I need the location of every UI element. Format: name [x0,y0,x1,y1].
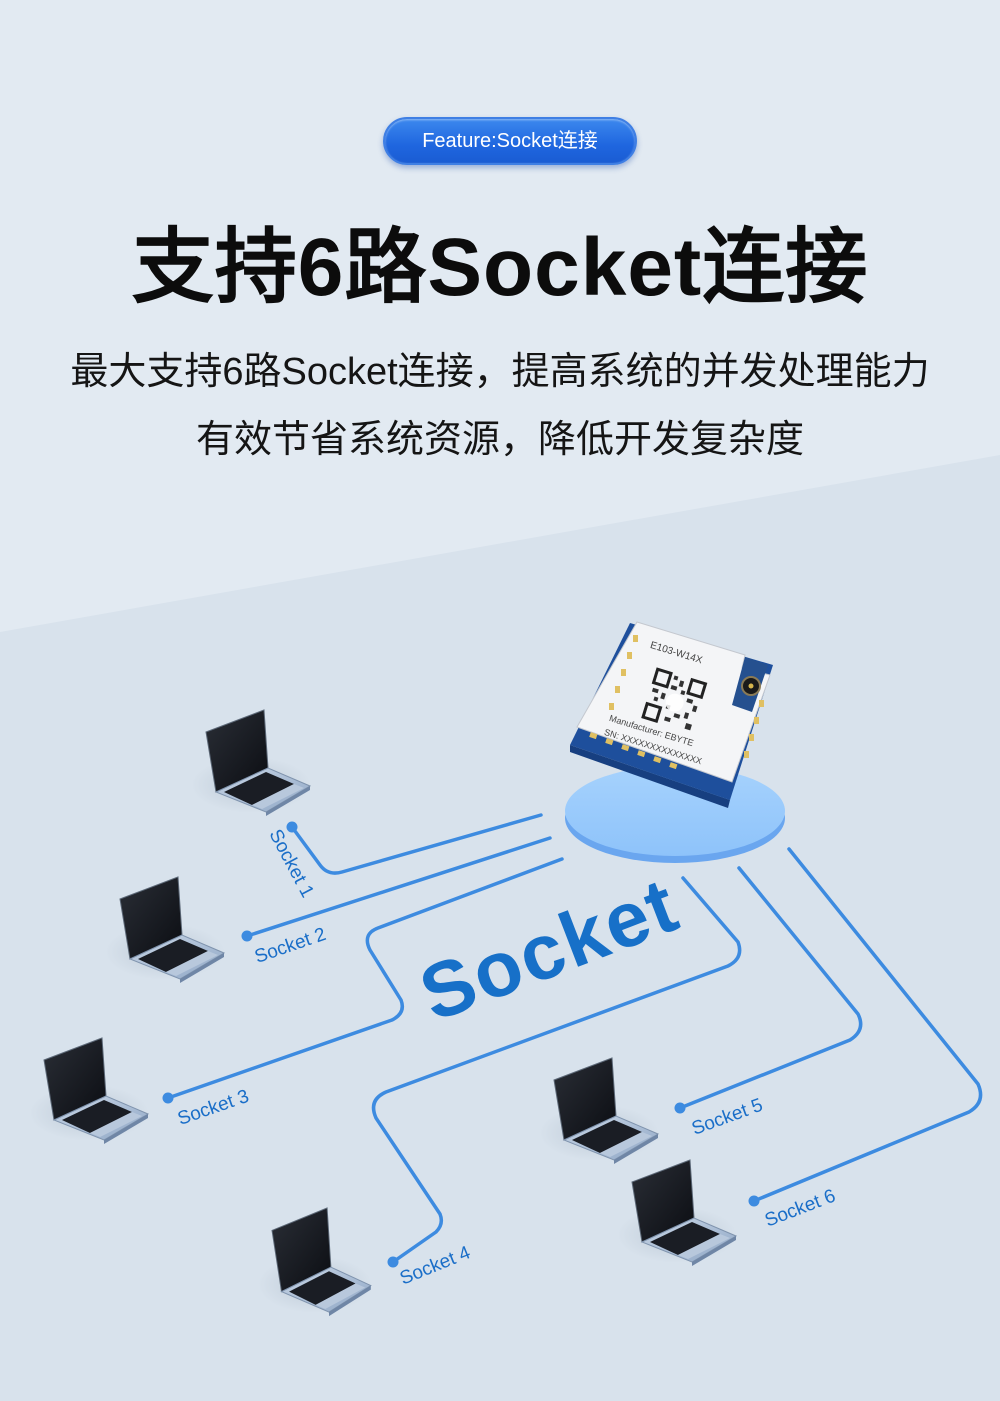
laptop-3 [28,1037,150,1145]
socket-5-line [678,866,863,1110]
bg-top-band [0,0,1000,632]
socket-6-dot [748,1195,760,1207]
socket-3-dot [162,1092,174,1104]
wifi-module-chip [570,621,773,808]
laptop-5 [538,1057,660,1165]
subtitle-line-1: 最大支持6路Socket连接，提高系统的并发处理能力 [70,351,930,393]
laptop-1 [190,709,312,817]
laptop-6 [616,1159,738,1267]
socket-5-dot [674,1102,686,1114]
socket-1-line [290,813,543,875]
socket-1-dot [286,821,298,833]
socket-2-line [245,836,552,938]
laptop-2 [104,876,226,984]
socket-6-line [752,847,983,1203]
page-title: 支持6路Socket连接 [131,222,869,313]
socket-4-line [371,876,742,1264]
socket-4-dot [387,1256,399,1268]
feature-badge: Feature:Socket连接 [383,117,637,165]
socket-2-dot [241,930,253,942]
socket-3-line [166,857,564,1100]
laptop-4 [257,1207,373,1317]
subtitle-line-2: 有效节省系统资源，降低开发复杂度 [195,419,804,461]
